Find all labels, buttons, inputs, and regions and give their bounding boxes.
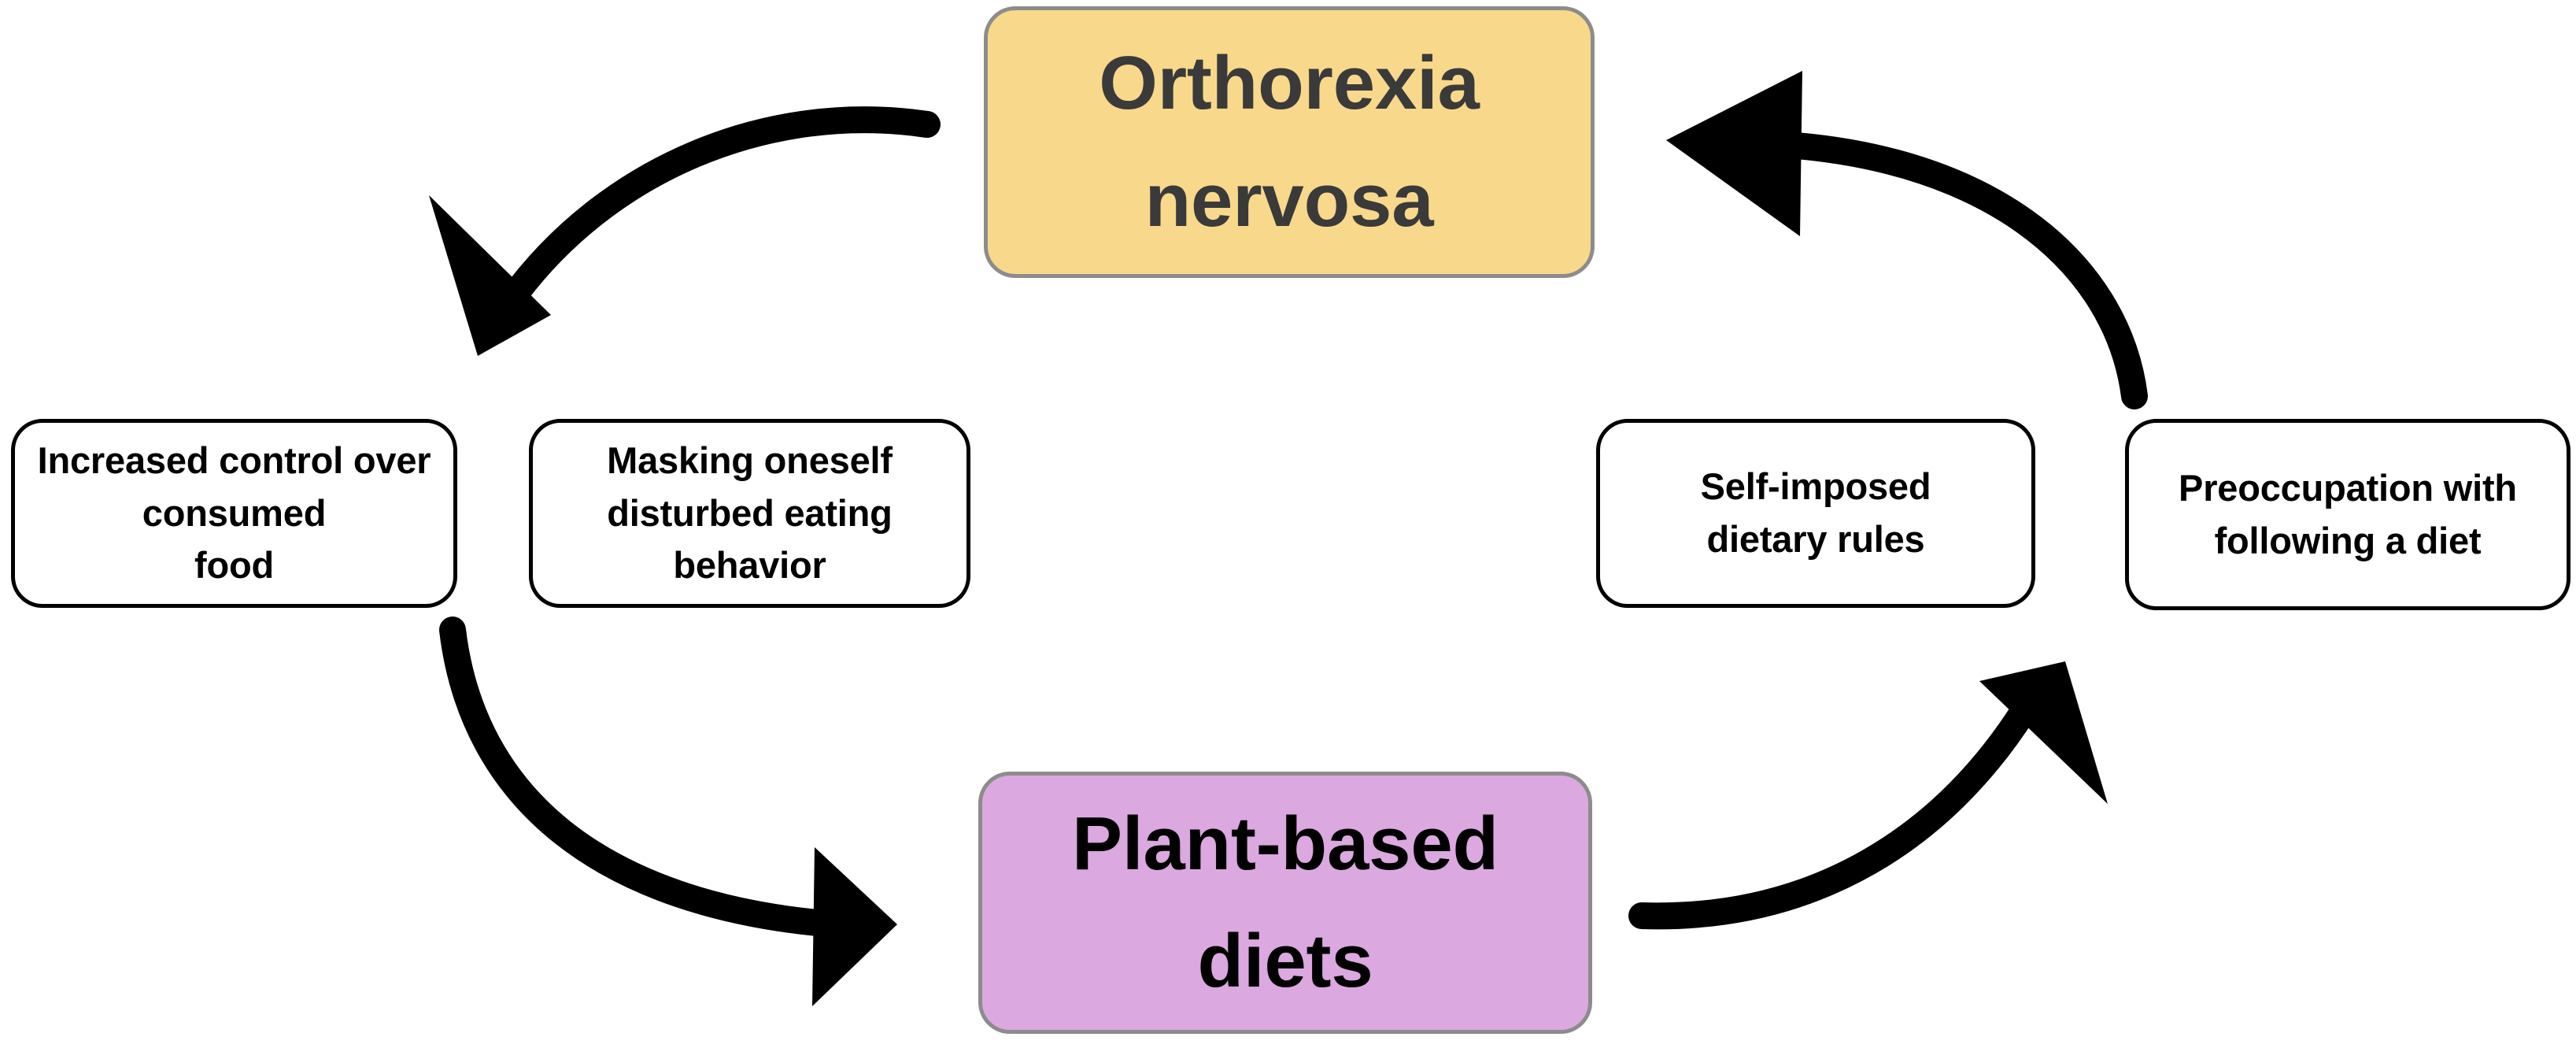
node-masking-label: Masking oneself disturbed eating behavio… [544,435,955,592]
node-plant-based-line-1: Plant-based [1072,801,1499,886]
arrow-increased-control-to-plant-based [439,617,897,1006]
node-masking-line-1: Masking oneself [607,439,893,481]
node-increased-control-line-2: consumed [142,491,327,534]
node-self-imposed-label: Self-imposed dietary rules [1611,461,2020,565]
arrow-preoccupation-to-orthorexia [1666,71,2148,409]
node-self-imposed-line-1: Self-imposed [1700,465,1931,508]
node-masking-line-3: behavior [673,544,826,587]
node-masking-line-2: disturbed eating [607,491,893,534]
node-plant-based-diets[interactable]: Plant-based diets [978,772,1592,1034]
node-increased-control[interactable]: Increased control over consumed food [11,419,457,608]
node-self-imposed-dietary-rules[interactable]: Self-imposed dietary rules [1596,419,2035,608]
node-preoccupation-label: Preoccupation with following a diet [2140,462,2556,567]
node-plant-based-diets-label: Plant-based diets [998,786,1573,1020]
node-preoccupation-line-1: Preoccupation with [2179,466,2517,509]
node-increased-control-label: Increased control over consumed food [26,435,442,592]
arrow-plant-based-to-preoccupation [1628,661,2108,930]
node-masking-disturbed-eating[interactable]: Masking oneself disturbed eating behavio… [529,419,970,608]
node-increased-control-line-3: food [194,544,274,587]
node-orthorexia-nervosa-label: Orthorexia nervosa [1003,25,1575,260]
node-preoccupation-following-diet[interactable]: Preoccupation with following a diet [2125,419,2570,610]
node-self-imposed-line-2: dietary rules [1706,518,1925,560]
node-orthorexia-nervosa[interactable]: Orthorexia nervosa [984,6,1595,278]
node-orthorexia-line-1: Orthorexia [1099,40,1480,125]
node-preoccupation-line-2: following a diet [2214,519,2482,561]
node-orthorexia-line-2: nervosa [1144,157,1434,243]
node-plant-based-line-2: diets [1197,918,1373,1003]
arrow-orthorexia-to-increased-control [429,106,941,356]
node-increased-control-line-1: Increased control over [37,439,431,481]
